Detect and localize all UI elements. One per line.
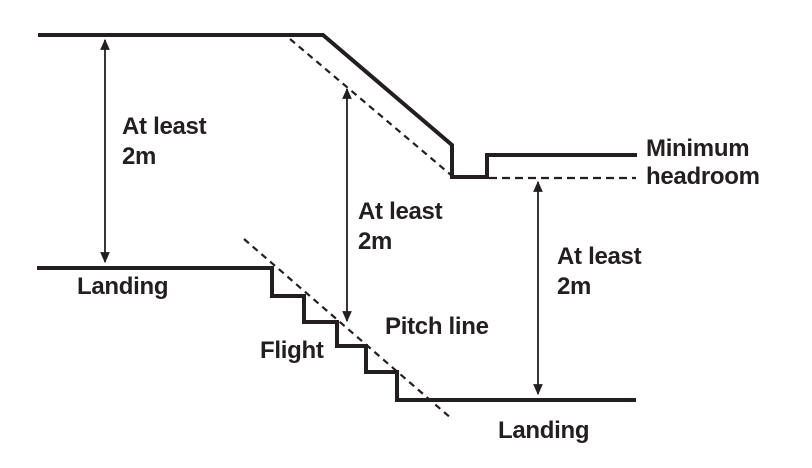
dimension-label-at-least-2m-right: At least 2m [557,242,642,302]
dimension-value: 2m [557,273,592,300]
dimension-text: At least [557,243,642,270]
dimension-text: At least [122,113,207,140]
dimension-value: 2m [122,143,157,170]
landing-flight-landing-outline [37,266,636,402]
label-minimum-headroom: Minimum headroom [646,135,760,191]
label-landing-upper: Landing [77,273,169,300]
upper-floor-ceiling-outline [38,33,637,179]
label-line: Minimum [646,135,750,162]
label-flight: Flight [260,337,324,364]
dimension-label-at-least-2m-left: At least 2m [122,112,207,172]
dimension-text: At least [358,198,443,225]
dimension-value: 2m [358,228,393,255]
label-landing-lower: Landing [498,417,590,444]
soffit-clearance-dashed-line [289,38,452,176]
dimension-label-at-least-2m-middle: At least 2m [358,197,443,257]
label-line: headroom [646,163,760,190]
label-pitch-line: Pitch line [385,313,489,340]
